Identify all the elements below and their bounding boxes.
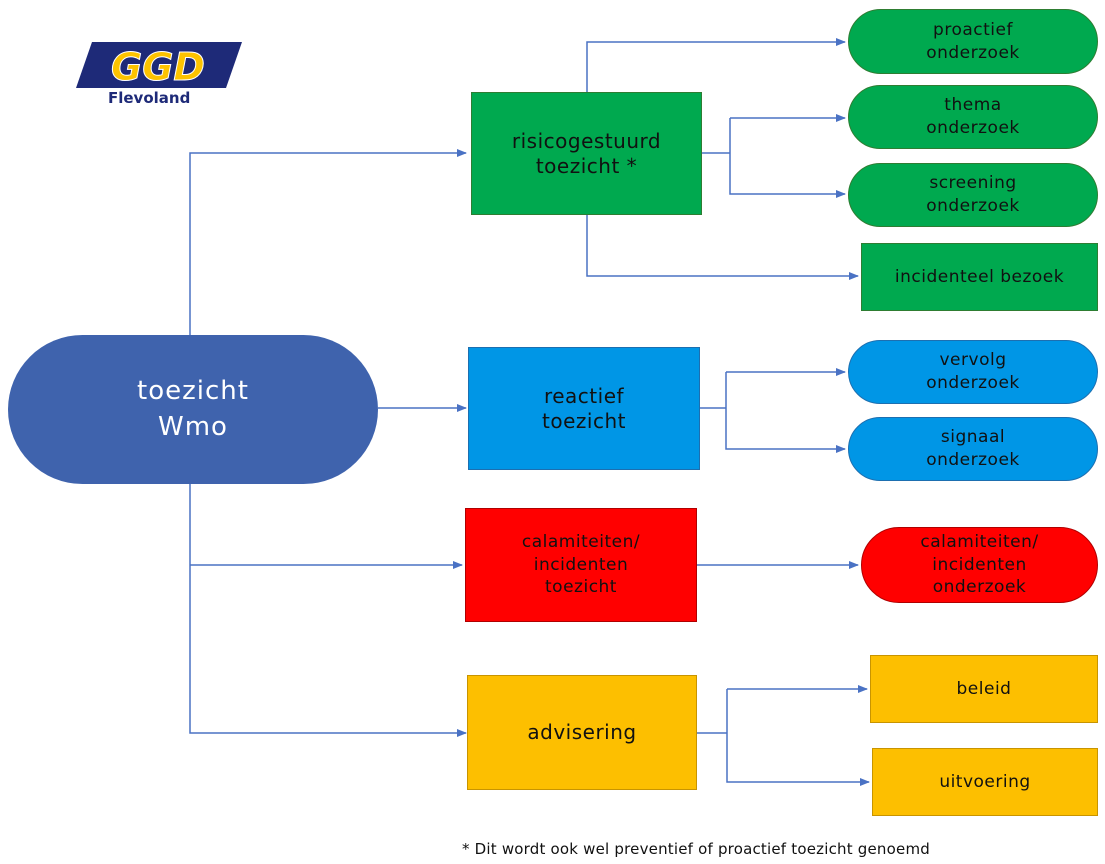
- node-line: onderzoek: [926, 196, 1020, 216]
- connector-reactief-signaal: [725, 372, 846, 453]
- node-calamiteiten-toezicht: calamiteiten/ incidenten toezicht: [465, 508, 697, 622]
- node-thema-onderzoek: thema onderzoek: [848, 85, 1098, 149]
- node-vervolg-onderzoek: vervolg onderzoek: [848, 340, 1098, 404]
- node-reactief-toezicht: reactief toezicht: [468, 347, 700, 470]
- node-line: advisering: [527, 720, 637, 744]
- node-toezicht-wmo: toezicht Wmo: [8, 335, 378, 484]
- node-beleid: beleid: [870, 655, 1098, 723]
- node-risicogestuurd-toezicht: risicogestuurd toezicht *: [471, 92, 702, 215]
- node-advisering: advisering: [467, 675, 697, 790]
- ggd-logo: GGD: [76, 42, 242, 90]
- node-line: calamiteiten/: [521, 531, 641, 552]
- node-line: beleid: [956, 678, 1012, 699]
- node-line: risicogestuurd: [511, 128, 662, 153]
- node-proactief-onderzoek: proactief onderzoek: [848, 9, 1098, 74]
- node-line: signaal: [940, 427, 1006, 448]
- node-line: toezicht: [542, 408, 626, 433]
- node-line: toezicht *: [535, 153, 638, 178]
- node-line: onderzoek: [932, 577, 1027, 598]
- node-line: toezicht: [137, 376, 249, 407]
- node-line: incidenten: [932, 554, 1027, 575]
- node-line: calamiteiten/: [920, 531, 1039, 552]
- node-line: thema: [944, 95, 1002, 116]
- connector-root-up: [189, 149, 467, 335]
- node-line: onderzoek: [926, 450, 1020, 470]
- node-screening-onderzoek: screening onderzoek: [848, 163, 1098, 227]
- connector-advisering-uitvoering: [726, 689, 870, 786]
- logo-subtitle: Flevoland: [108, 89, 191, 107]
- footnote: * Dit wordt ook wel preventief of proact…: [462, 840, 930, 858]
- connector-risico-proactief: [586, 38, 846, 92]
- node-line: proactief: [933, 19, 1013, 40]
- node-line: uitvoering: [939, 771, 1031, 792]
- node-line: Wmo: [158, 411, 228, 442]
- node-line: vervolg: [939, 350, 1007, 371]
- node-line: onderzoek: [926, 42, 1020, 63]
- node-line: screening: [929, 173, 1017, 194]
- node-calamiteiten-onderzoek: calamiteiten/ incidenten onderzoek: [861, 527, 1098, 603]
- node-signaal-onderzoek: signaal onderzoek: [848, 417, 1098, 481]
- node-line: incidenteel bezoek: [894, 266, 1065, 287]
- node-line: reactief: [543, 383, 625, 408]
- node-incidenteel-bezoek: incidenteel bezoek: [861, 243, 1098, 311]
- svg-text:GGD: GGD: [111, 45, 205, 89]
- node-line: toezicht: [545, 577, 617, 598]
- node-line: onderzoek: [926, 373, 1020, 393]
- connector-root-down: [189, 483, 467, 737]
- node-uitvoering: uitvoering: [872, 748, 1098, 816]
- connector-risico-screening: [729, 118, 846, 198]
- node-line: onderzoek: [926, 118, 1020, 138]
- node-line: incidenten: [533, 554, 629, 575]
- connector-risico-incidenteel: [586, 215, 859, 280]
